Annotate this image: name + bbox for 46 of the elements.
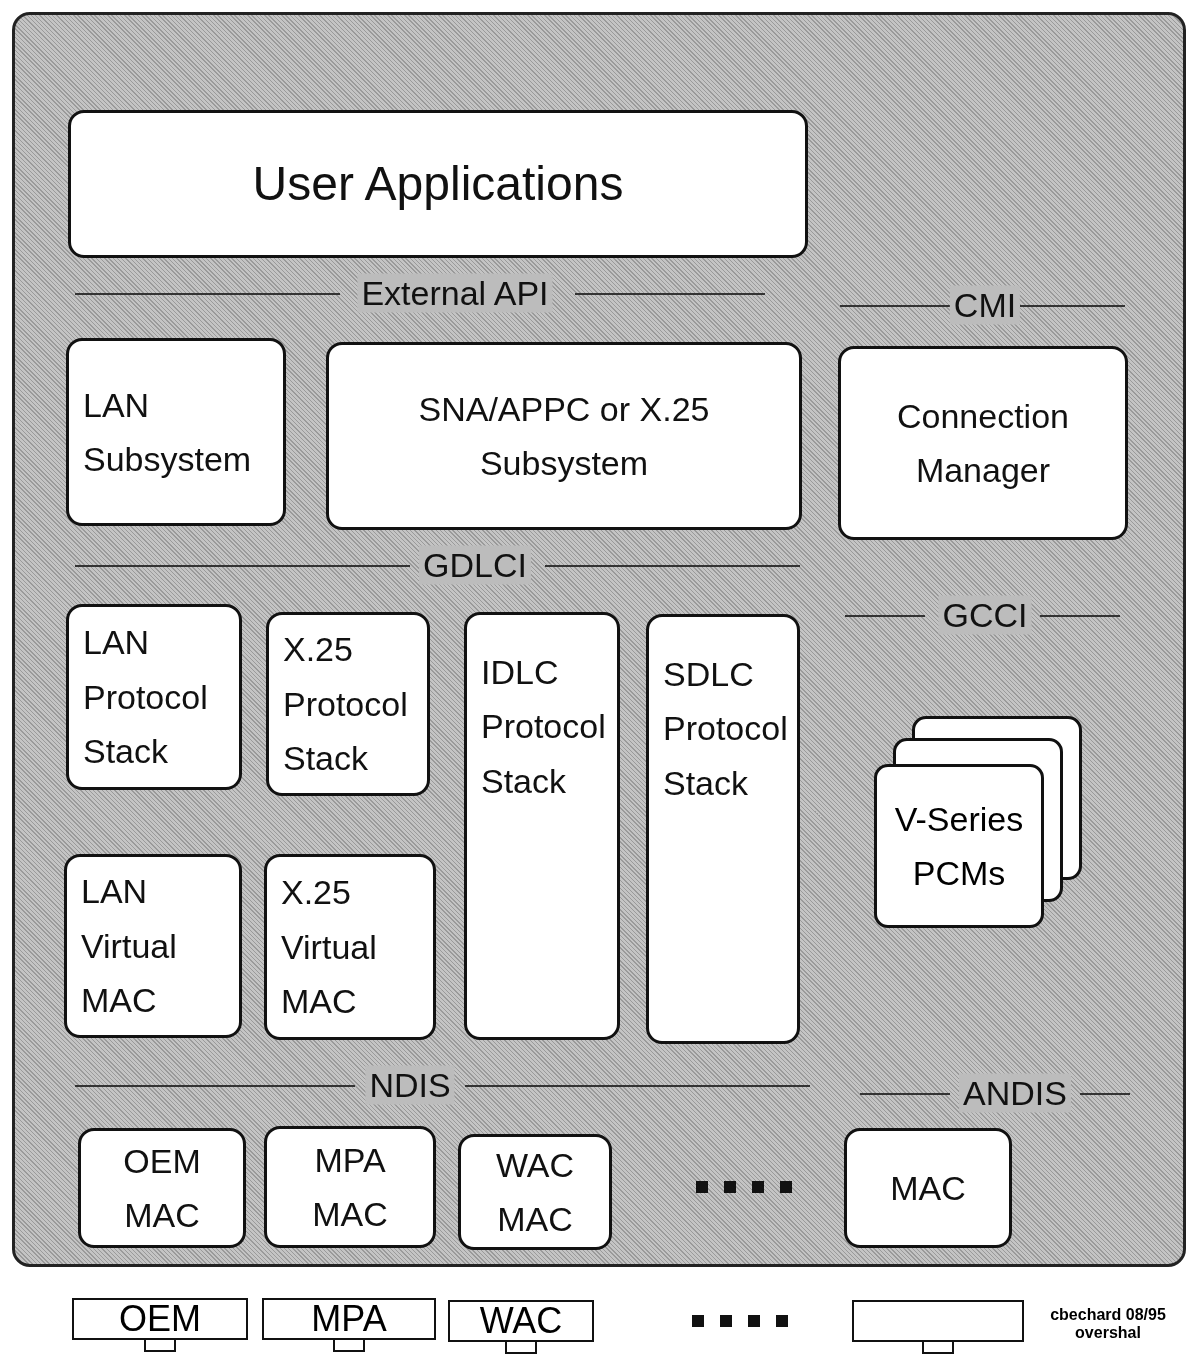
layer-box [264,854,436,1040]
diagram-panel [12,12,1186,1267]
adapter-card [852,1300,1024,1354]
layer-box [66,338,286,526]
layer-box [68,110,808,258]
layer-box [266,612,430,796]
box-label: WAC MAC [494,1144,576,1240]
card-label: OEM [119,1298,201,1340]
box-label: V-Series PCMs [893,798,1025,894]
interface-label: GCCI [938,595,1032,635]
box-label: MPA MAC [311,1139,389,1235]
interface-label: ANDIS [959,1073,1071,1113]
interface-label: GDLCI [419,545,531,585]
layer-box [78,1128,246,1248]
layer-box [844,1128,1012,1248]
interface-label: External API [357,273,553,313]
layer-box [264,1126,436,1248]
adapter-card [262,1298,436,1352]
layer-box [64,854,242,1038]
card-stack [874,716,1082,928]
box-label: X.25 Virtual MAC [281,872,378,1023]
author-note: overshal [1074,1324,1142,1342]
box-label: OEM MAC [122,1140,202,1236]
layer-box [838,346,1128,540]
box-label: MAC [890,1167,966,1209]
box-label: LAN Virtual MAC [81,871,178,1022]
box-label: SNA/APPC or X.25 Subsystem [417,388,711,484]
layer-box [326,342,802,530]
adapter-card [72,1298,248,1352]
box-label: IDLC Protocol Stack [481,652,606,802]
interface-label: CMI [949,285,1021,325]
author-note: cbechard 08/95 [1049,1306,1167,1324]
interface-label: NDIS [365,1065,455,1105]
box-label: Connection Manager [896,395,1070,491]
layer-box [458,1134,612,1250]
box-label: LAN Subsystem [83,384,253,480]
card-label: WAC [479,1300,563,1342]
card-label: MPA [311,1298,387,1340]
layer-box [66,604,242,790]
layer-box [464,612,620,1040]
layer-box [646,614,800,1044]
box-label: X.25 Protocol Stack [283,629,409,780]
box-label: User Applications [252,155,624,212]
box-label: LAN Protocol Stack [83,622,209,773]
box-label: SDLC Protocol Stack [663,654,788,804]
adapter-card [448,1300,594,1354]
